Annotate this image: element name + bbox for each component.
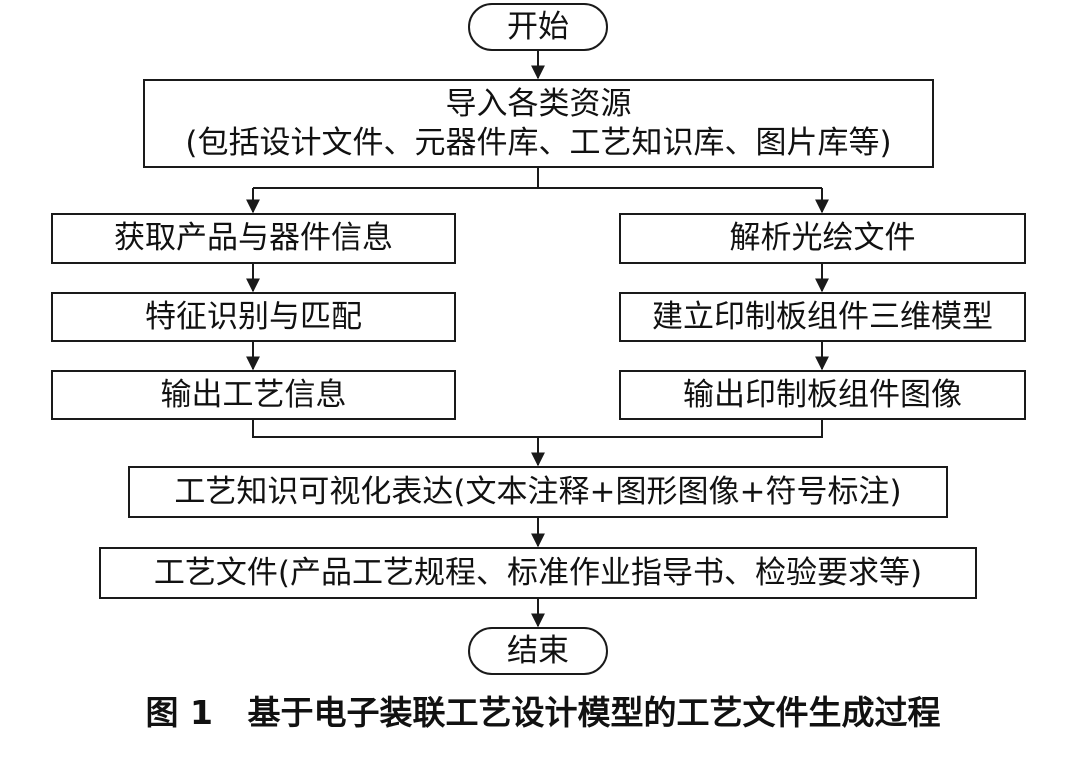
output-process-info-node: 输出工艺信息 [51,370,456,420]
output-process-info-label: 输出工艺信息 [160,376,347,413]
process-document-node: 工艺文件(产品工艺规程、标准作业指导书、检验要求等) [99,547,977,599]
output-pcb-image-label: 输出印制板组件图像 [683,376,962,413]
figure-caption: 图 1 基于电子装联工艺设计模型的工艺文件生成过程 [145,693,941,732]
parse-gerber-node: 解析光绘文件 [619,213,1026,264]
import-resources-title: 导入各类资源 [445,85,632,122]
edge-import-split [253,168,822,189]
end-label: 结束 [507,632,569,669]
end-node: 结束 [468,627,608,675]
knowledge-visualization-label: 工艺知识可视化表达(文本注释+图形图像+符号标注) [174,473,902,510]
knowledge-visualization-node: 工艺知识可视化表达(文本注释+图形图像+符号标注) [128,466,948,518]
build-3d-model-node: 建立印制板组件三维模型 [619,292,1026,342]
get-product-info-node: 获取产品与器件信息 [51,213,456,264]
feature-match-label: 特征识别与匹配 [145,298,362,335]
start-label: 开始 [507,8,569,45]
process-document-label: 工艺文件(产品工艺规程、标准作业指导书、检验要求等) [153,554,923,591]
parse-gerber-label: 解析光绘文件 [729,220,916,257]
start-node: 开始 [468,3,608,51]
import-resources-detail: (包括设计文件、元器件库、工艺知识库、图片库等) [185,124,892,161]
build-3d-model-label: 建立印制板组件三维模型 [652,298,993,335]
output-pcb-image-node: 输出印制板组件图像 [619,370,1026,420]
feature-match-node: 特征识别与匹配 [51,292,456,342]
import-resources-node: 导入各类资源 (包括设计文件、元器件库、工艺知识库、图片库等) [143,79,934,168]
get-product-info-label: 获取产品与器件信息 [114,220,393,257]
edge-merge [252,420,823,438]
